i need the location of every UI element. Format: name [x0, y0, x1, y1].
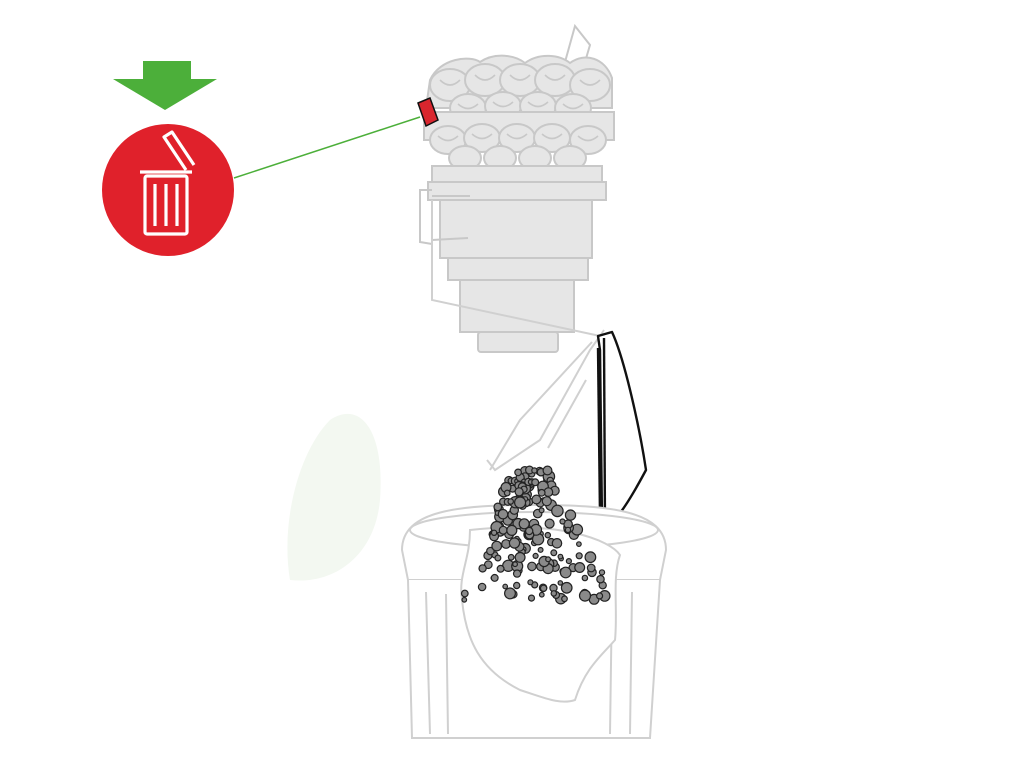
debris-particle: [514, 551, 526, 563]
debris-particle: [586, 563, 596, 573]
debris-particles: [460, 465, 611, 605]
debris-particle: [477, 582, 487, 592]
debris-particle: [544, 531, 552, 539]
debris-particle: [531, 478, 540, 487]
arrow-down-icon: [113, 61, 217, 110]
debris-particle: [527, 594, 536, 602]
bin-frame-outline: [431, 200, 605, 472]
debris-particle: [559, 566, 572, 579]
debris-particle: [478, 564, 487, 573]
cyclone-unit: [423, 23, 615, 353]
side-bracket: [419, 189, 470, 245]
debris-particle: [512, 561, 518, 568]
debris-particle: [507, 553, 515, 561]
debris-particle: [490, 529, 498, 537]
debris-particle: [490, 573, 499, 582]
debris-particle: [513, 496, 527, 509]
debris-particle: [576, 541, 582, 547]
debris-particle: [564, 526, 572, 534]
debris-particle: [531, 467, 538, 474]
debris-particle: [498, 525, 508, 535]
debris-particle: [494, 554, 502, 562]
debris-particle: [538, 591, 545, 598]
debris-particle: [550, 590, 558, 597]
debris-particle: [541, 496, 552, 507]
debris-particle: [578, 589, 592, 602]
debris-particle: [513, 581, 521, 590]
debris-particle: [512, 569, 522, 578]
debris-particle: [575, 552, 583, 560]
debris-particle: [496, 564, 505, 573]
debris-particle: [504, 587, 517, 600]
bin-door: [596, 330, 648, 532]
debris-particle: [507, 498, 515, 505]
debris-particle: [531, 494, 542, 505]
debris-particle: [514, 487, 524, 497]
debris-particle: [503, 489, 511, 497]
debris-particle: [514, 468, 522, 477]
debris-particle: [525, 526, 534, 536]
debris-particle: [557, 580, 564, 586]
debris-particle: [598, 569, 606, 576]
debris-particle: [539, 584, 548, 593]
debris-particle: [460, 589, 469, 598]
debris-particle: [574, 561, 586, 573]
debris-particle: [564, 509, 577, 521]
debris-particle: [544, 518, 555, 529]
faint-green-smudge: [287, 413, 381, 581]
debris-particle: [584, 551, 597, 564]
debris-particle: [493, 502, 503, 512]
debris-particle: [545, 556, 552, 563]
debris-particle: [581, 574, 589, 582]
debris-particle: [560, 581, 573, 594]
debris-particle: [542, 465, 553, 476]
debris-particle: [595, 592, 604, 600]
debris-particle: [557, 553, 564, 560]
debris-particle: [537, 488, 546, 497]
debris-particle: [527, 561, 537, 572]
red-release-catch: [417, 97, 439, 128]
debris-particle: [551, 537, 563, 549]
debris-particle: [497, 508, 509, 520]
debris-particle: [506, 524, 518, 537]
debris-particle: [491, 540, 503, 552]
cyclone-scallop-details: [437, 74, 601, 142]
debris-particle: [559, 518, 566, 525]
trash-bin-icon: [102, 124, 234, 256]
leader-line: [233, 116, 421, 179]
debris-particle: [550, 549, 558, 557]
debris-particle: [508, 537, 521, 549]
debris-particle: [561, 595, 568, 603]
debris-particle: [532, 552, 539, 560]
debris-particle: [537, 546, 544, 553]
debris-particle: [538, 507, 545, 514]
debris-particle: [461, 596, 468, 603]
debris-particle: [596, 574, 605, 584]
debris-particle: [565, 557, 573, 565]
debris-particle: [527, 579, 534, 586]
debris-particle: [502, 583, 509, 590]
debris-particle: [518, 518, 530, 530]
debris-particle: [486, 546, 495, 556]
debris-particle: [551, 504, 564, 518]
